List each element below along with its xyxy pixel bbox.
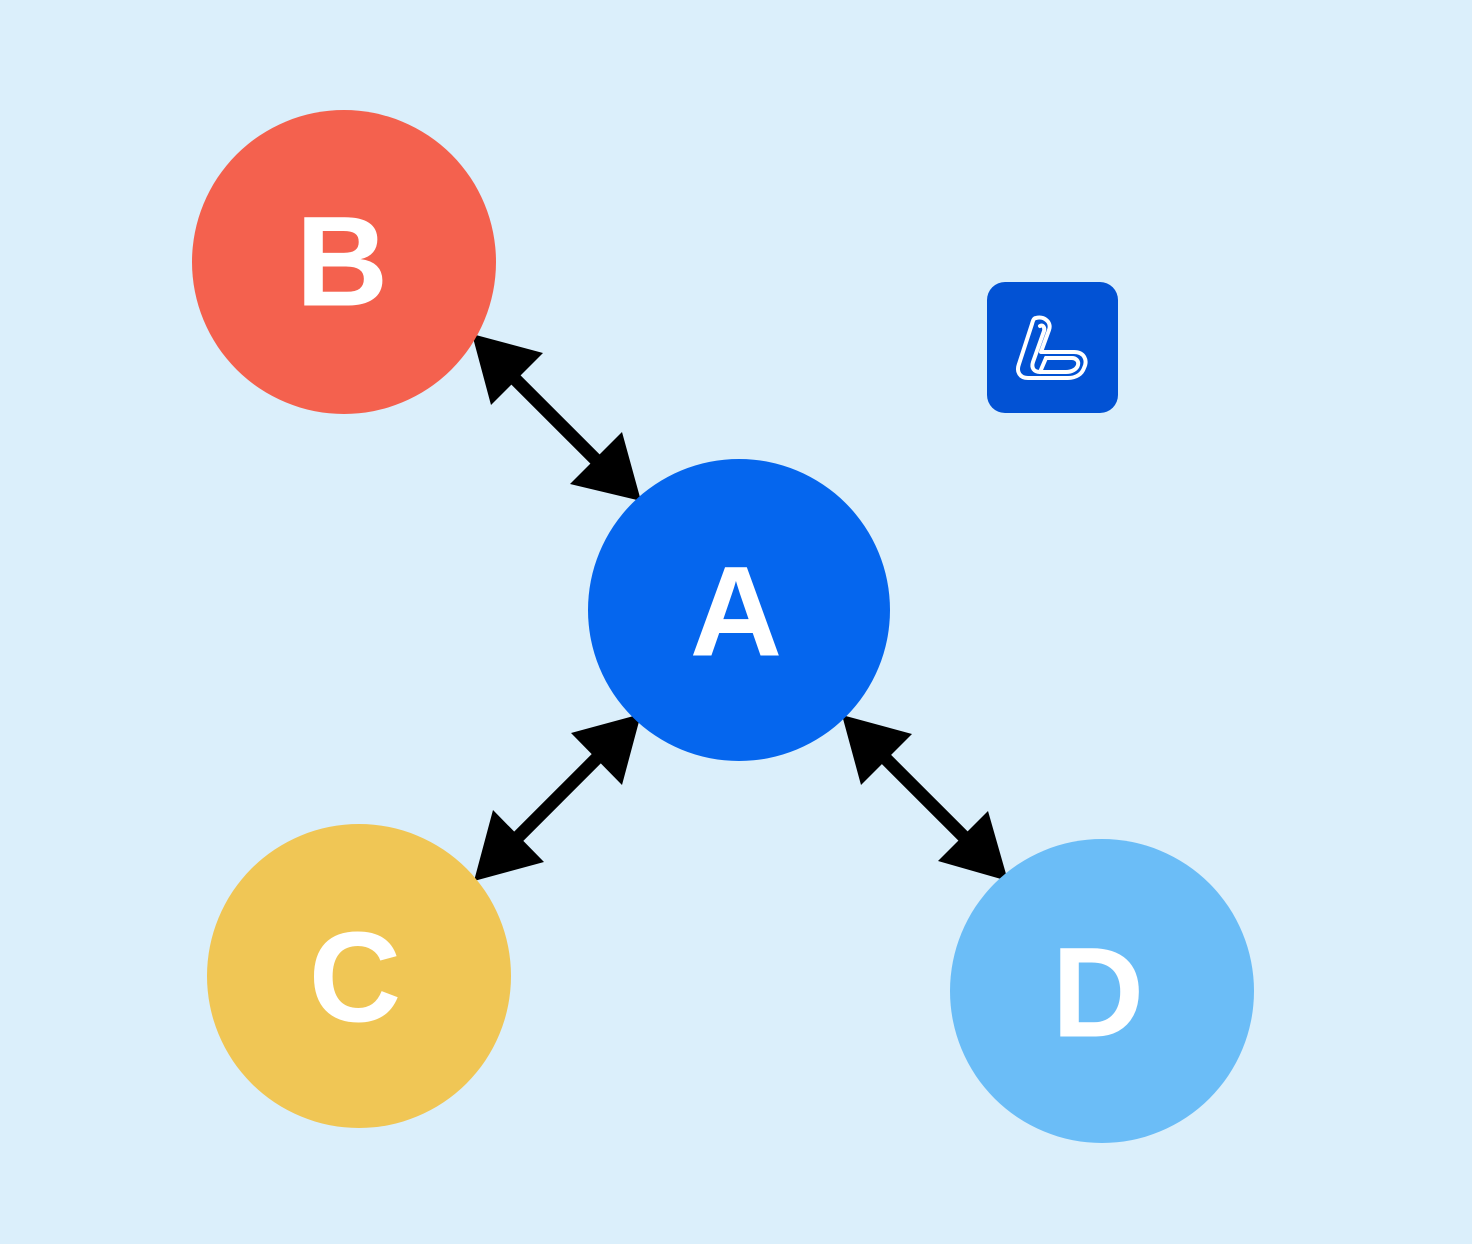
arrow-a-c bbox=[474, 714, 641, 881]
node-a: A bbox=[588, 459, 890, 761]
edges-layer bbox=[472, 334, 1008, 881]
node-d-circle bbox=[950, 839, 1254, 1143]
node-d-label: D bbox=[1052, 922, 1144, 1065]
node-c-circle bbox=[207, 824, 511, 1128]
node-b: B bbox=[192, 110, 496, 414]
node-a-circle bbox=[588, 459, 890, 761]
node-b-circle bbox=[192, 110, 496, 414]
node-a-label: A bbox=[690, 541, 782, 684]
nodes-layer: B A C D bbox=[192, 110, 1254, 1143]
logo-icon bbox=[987, 282, 1118, 413]
arrow-a-d bbox=[842, 715, 1008, 881]
node-b-label: B bbox=[296, 191, 388, 334]
node-d: D bbox=[950, 839, 1254, 1143]
node-c: C bbox=[207, 824, 511, 1128]
arrow-a-b bbox=[472, 334, 641, 501]
node-c-label: C bbox=[309, 907, 401, 1050]
